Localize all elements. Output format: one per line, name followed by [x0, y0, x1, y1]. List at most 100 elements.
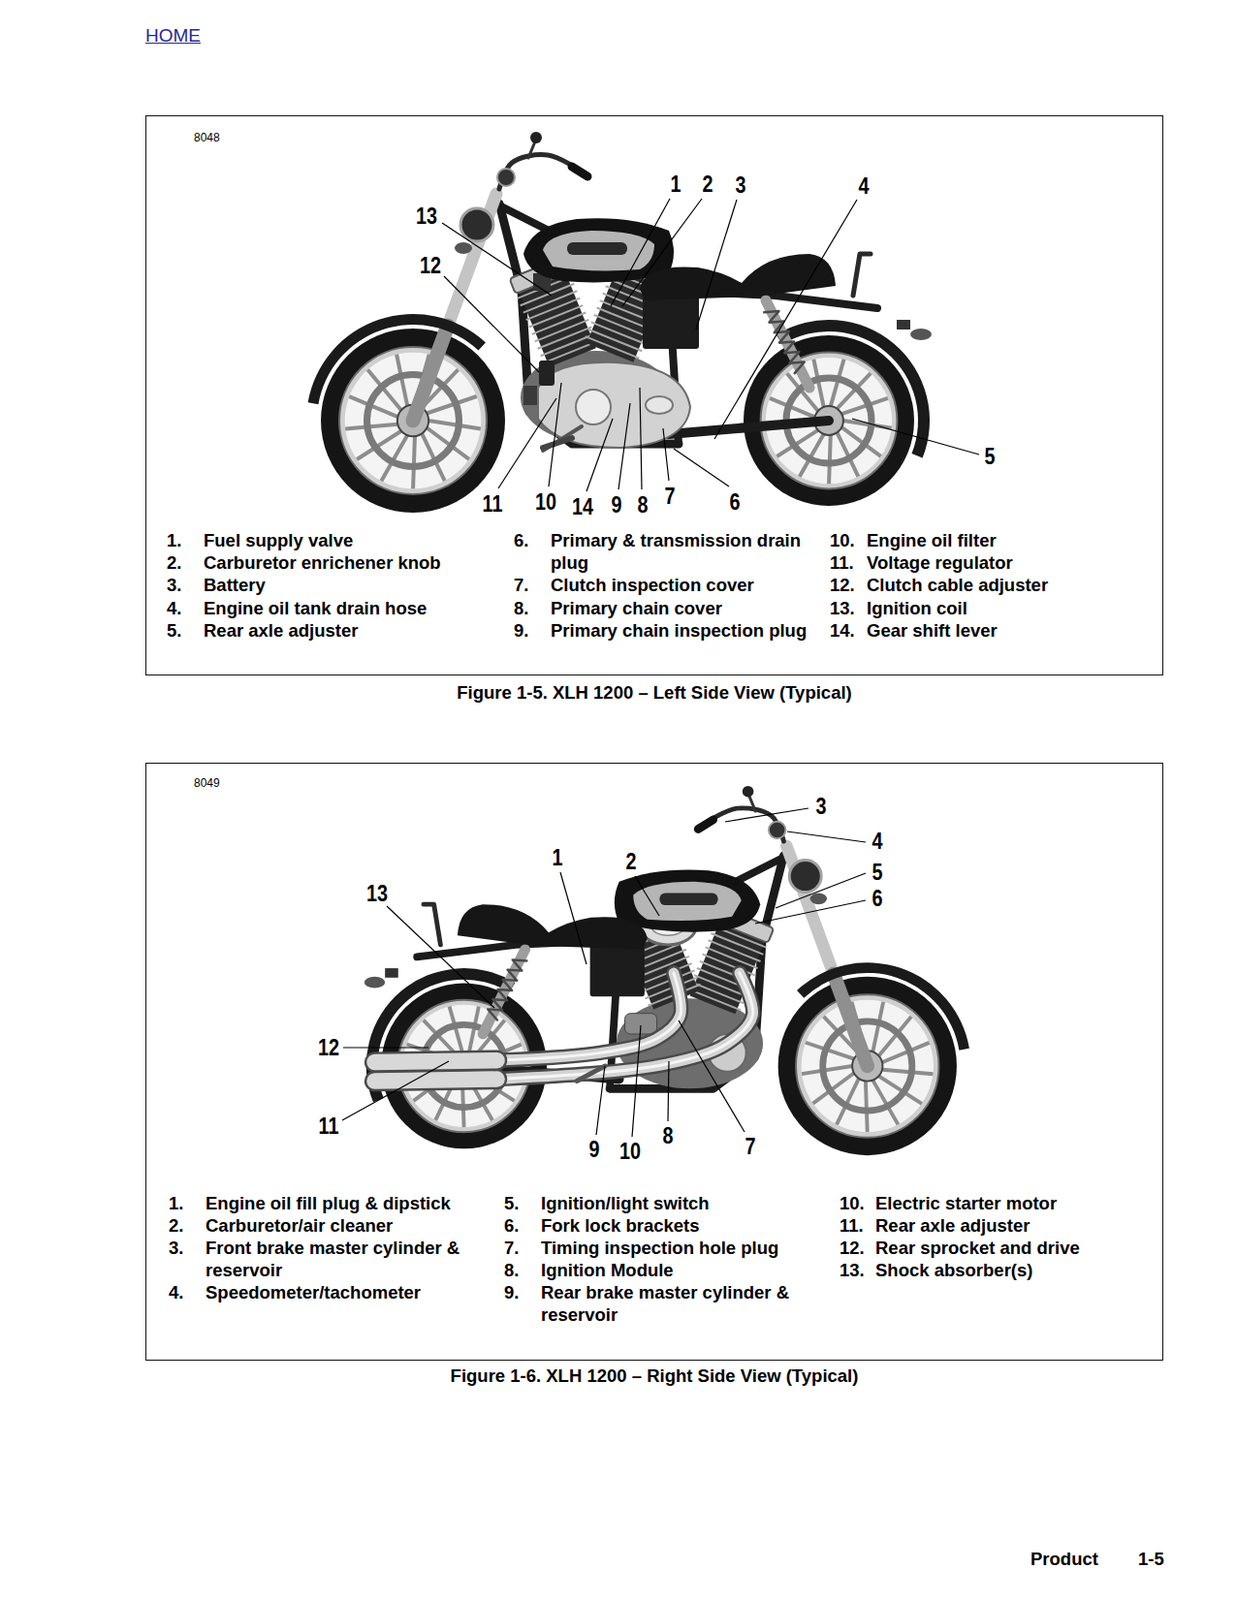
rear-rail — [853, 253, 871, 296]
exhaust-pipe — [379, 973, 681, 1063]
legend-number: 11. — [829, 551, 855, 574]
front-fender — [796, 962, 970, 1050]
legend-text: Engine oil fill plug & dipstick — [205, 1192, 451, 1215]
leader-lines — [342, 808, 866, 1138]
spoke — [345, 424, 398, 430]
leader-line — [634, 876, 660, 917]
legend-number: 9. — [513, 619, 529, 642]
muffler — [374, 1060, 497, 1063]
legend-text: Gear shift lever — [866, 619, 998, 642]
gear-shift-lever — [542, 426, 582, 451]
legend-number: 7. — [504, 1236, 519, 1260]
leader-line — [667, 1061, 669, 1122]
legend-number: 10. — [829, 529, 856, 552]
tank-badge — [659, 893, 718, 907]
rear-rail — [423, 904, 441, 946]
callout-number: 12 — [419, 254, 442, 278]
callout-number: 4 — [871, 830, 883, 854]
legend-text: Ignition coil — [866, 597, 968, 620]
leader-line — [498, 398, 557, 489]
muffler — [374, 1060, 497, 1063]
taillight — [896, 319, 911, 330]
leader-line — [663, 428, 669, 481]
muffler — [374, 1079, 497, 1082]
callout-number: 9 — [588, 1139, 600, 1162]
legend-text: Carburetor enrichener knob — [203, 551, 442, 574]
legend-number: 1. — [168, 1192, 184, 1215]
shock-spring — [487, 959, 527, 1020]
callout-number: 13 — [366, 883, 388, 906]
legend-text: Rear axle adjuster — [875, 1214, 1030, 1237]
leader-line — [714, 199, 857, 440]
exhaust-highlight — [379, 973, 681, 1063]
legend-number: 5. — [504, 1192, 519, 1215]
legend-text: Primary chain inspection plug — [550, 619, 807, 642]
headlight — [460, 208, 494, 242]
figure-code: 8049 — [193, 775, 221, 792]
tank-panel — [633, 882, 742, 921]
callout-number: 7 — [664, 485, 675, 508]
leader-line — [622, 198, 702, 307]
headlight — [789, 860, 822, 893]
legend-text: Carburetor/air cleaner — [205, 1214, 393, 1237]
leader-lines — [442, 198, 980, 492]
callout-number: 14 — [571, 496, 594, 519]
home-link: HOME — [145, 24, 201, 48]
fork — [412, 193, 497, 421]
legend-text: Fuel supply valve — [203, 529, 353, 552]
derby-cover — [575, 389, 611, 425]
callout-number: 11 — [482, 493, 504, 516]
cooling-fin — [688, 989, 741, 1012]
legend-text: Ignition Module — [540, 1259, 674, 1282]
rear-fender — [776, 319, 930, 458]
legend-number: 12. — [829, 573, 856, 597]
tank-badge — [567, 242, 628, 255]
callout-number: 8 — [662, 1125, 673, 1148]
legend-text: Battery — [203, 573, 266, 597]
motorcycle-illustration — [364, 786, 970, 1156]
legend-number: 7. — [513, 573, 529, 597]
leader-line — [342, 1061, 449, 1121]
callout-number: 8 — [636, 494, 648, 517]
legend-number: 8. — [513, 597, 529, 620]
voltage-regulator — [523, 385, 538, 406]
turn-signal — [810, 893, 827, 906]
legend-number: 6. — [513, 529, 529, 552]
page-number: 1-5 — [1138, 1548, 1165, 1572]
fuel-tank — [614, 869, 761, 932]
leader-line — [586, 418, 613, 492]
mirror-stem — [749, 795, 757, 812]
oil-filter — [538, 360, 555, 386]
mirror — [530, 131, 542, 144]
fork-slider — [412, 325, 448, 421]
callout-number: 5 — [871, 861, 883, 885]
legend-number: 11. — [839, 1214, 864, 1237]
legend-number: 5. — [166, 619, 182, 642]
legend-text: Rear axle adjuster — [203, 619, 358, 642]
legend-text: Ignition/light switch — [540, 1192, 710, 1215]
inspection-cover — [645, 396, 673, 414]
tank-panel — [542, 230, 655, 271]
callout-number: 10 — [619, 1140, 641, 1164]
mirror — [742, 786, 755, 798]
spoke — [865, 1081, 868, 1134]
shock-absorber — [765, 300, 810, 388]
legend-text: Electric starter motor — [875, 1192, 1057, 1215]
shock-absorber — [482, 950, 526, 1035]
legend-text: Engine oil tank drain hose — [203, 597, 427, 620]
spoke — [801, 1066, 853, 1075]
fuel-tank — [523, 218, 674, 283]
callout-number: 6 — [871, 887, 883, 911]
swingarm — [668, 420, 829, 435]
leader-line — [852, 418, 980, 455]
muffler — [374, 1079, 497, 1082]
grip — [697, 820, 714, 830]
taillight — [384, 968, 399, 979]
spoke — [843, 420, 892, 429]
legend-number: 4. — [166, 597, 182, 620]
turn-signal — [910, 328, 932, 341]
page-footer: Product — [1030, 1548, 1099, 1572]
callout-number: 6 — [728, 491, 740, 514]
legend-number: 10. — [839, 1192, 865, 1215]
seat — [639, 253, 836, 301]
